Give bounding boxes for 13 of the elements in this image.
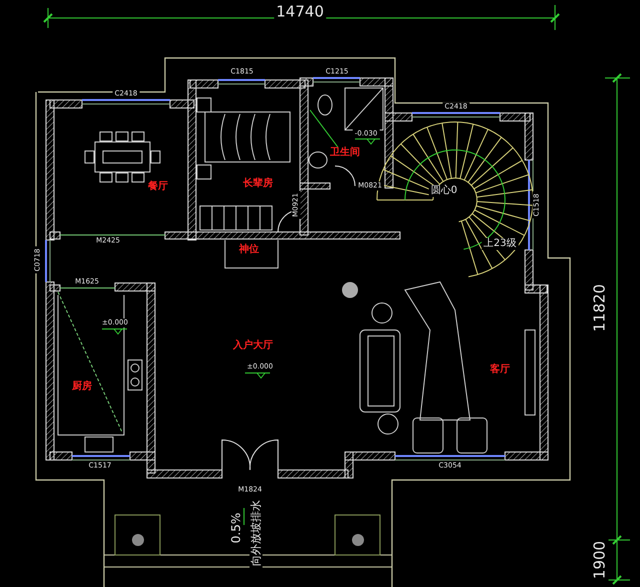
dimension-text: 14740 — [274, 4, 326, 20]
note-text: 向外放坡排水 — [250, 498, 262, 568]
room-label: 神位 — [237, 244, 261, 256]
dimension-text: 1900 — [592, 538, 608, 582]
slope-label: 0.5% — [229, 510, 243, 546]
room-label: 餐厅 — [146, 181, 170, 193]
room-label: 卫生间 — [328, 147, 362, 159]
room-label: 厨房 — [70, 381, 94, 393]
stair-label: 圆心0 — [428, 185, 460, 197]
room-label: 客厅 — [488, 364, 512, 376]
room-label: 长辈房 — [241, 178, 275, 190]
room-label: 入户大厅 — [231, 340, 275, 352]
stair-label: 上23级 — [482, 238, 518, 250]
